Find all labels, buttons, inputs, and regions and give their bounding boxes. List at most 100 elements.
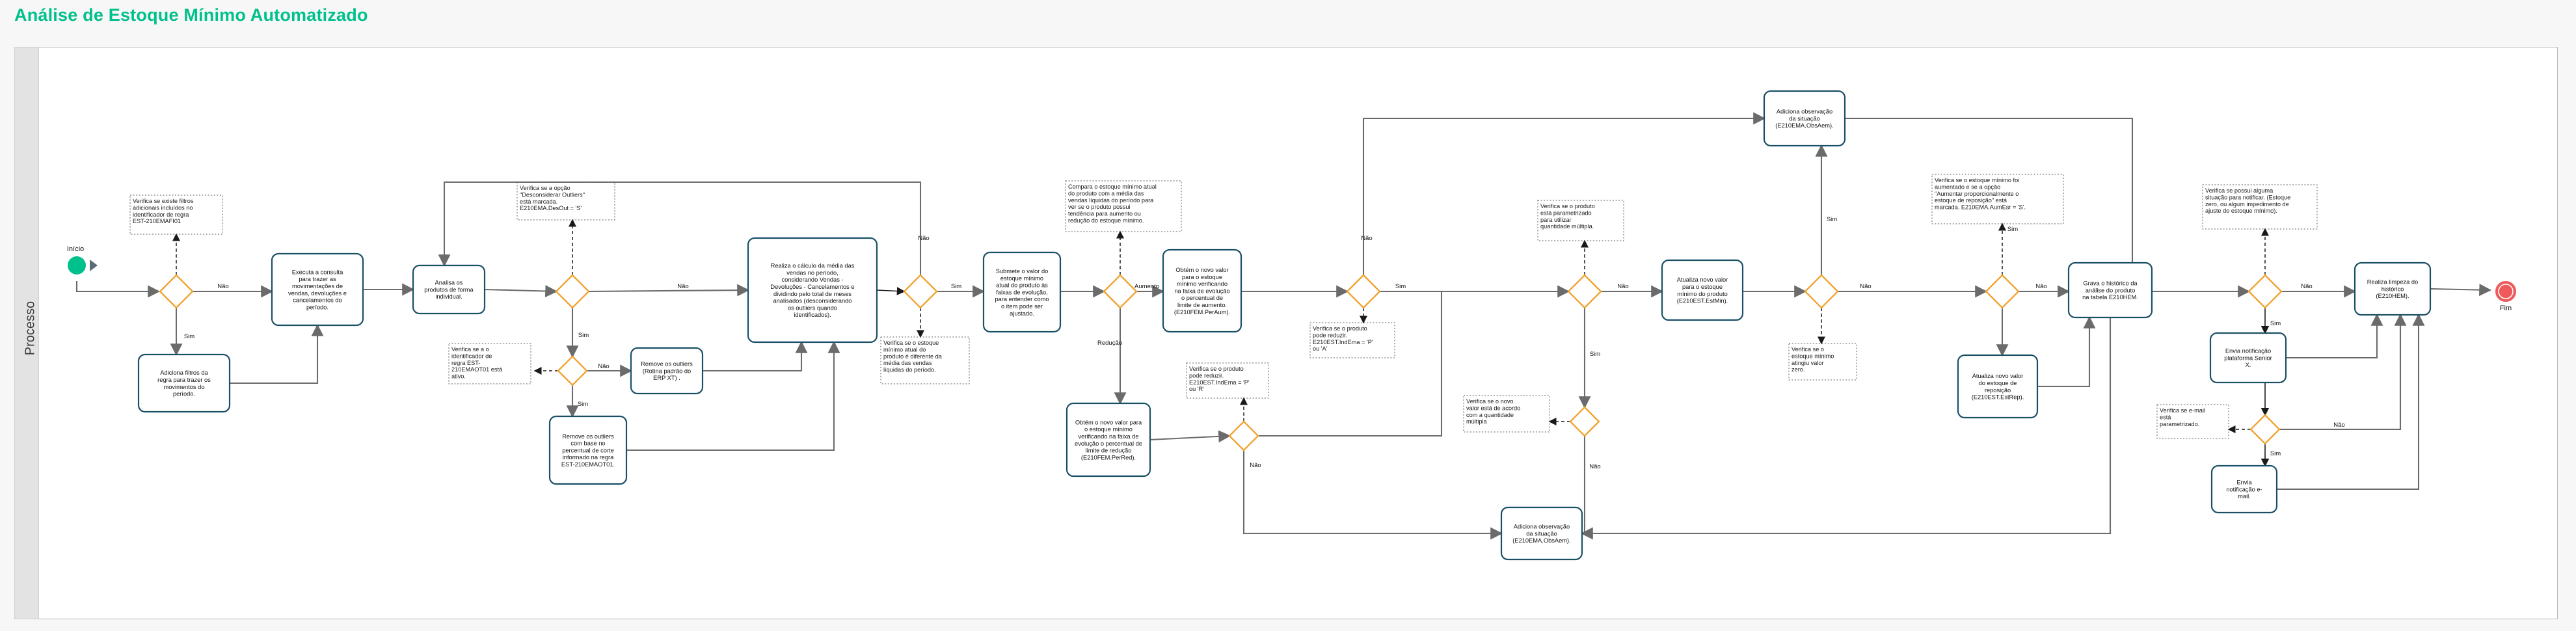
- end-event[interactable]: Fim: [2495, 281, 2516, 312]
- annotation-line: ativo.: [451, 373, 466, 380]
- annotation-line: "Desconsiderar Outliers": [520, 191, 585, 198]
- task-label: verificando na faixa de: [1078, 433, 1138, 440]
- edge-label-nao-g8: Não: [1617, 283, 1628, 290]
- annotation-line: pode reduzir.: [1189, 372, 1224, 379]
- task-label: da situação: [1526, 530, 1557, 537]
- task-label: na faixa de evolução: [1174, 288, 1229, 294]
- annotation-line: aumentado e se a opção: [1935, 183, 2000, 190]
- annotation-line: está marcada.: [520, 198, 557, 205]
- gateway-gateway-situacao-notificar[interactable]: [2247, 274, 2283, 309]
- gateway-gateway-tendencia[interactable]: [1103, 274, 1138, 309]
- lane-header: Processo: [14, 47, 39, 619]
- page-title: Análise de Estoque Mínimo Automatizado: [14, 5, 368, 25]
- gateway-gateway-pode-reduzir[interactable]: [1228, 420, 1259, 451]
- task-label: mínimo verificando: [1177, 281, 1228, 288]
- edge-label-nao-g6: Não: [1361, 235, 1372, 242]
- annotation-line: quantidade múltipla.: [1540, 223, 1594, 230]
- task-label: (E210FEM.PerAum).: [1174, 309, 1230, 316]
- annotation-line: está: [2160, 414, 2171, 420]
- task-label: limite de aumento.: [1177, 302, 1227, 308]
- task-label: individual.: [435, 293, 462, 300]
- edge-label-nao-g11: Não: [2035, 283, 2046, 290]
- task-label: mínimo do produto: [1677, 291, 1728, 297]
- task-label: dividindo pelo total de meses: [773, 291, 852, 297]
- edge-label-nao-g7: Não: [1250, 462, 1261, 469]
- annotation-line: situação para notificar. (Estoque: [2205, 194, 2290, 200]
- task-label: Executa a consulta: [292, 269, 343, 275]
- gateway-gateway-desconsiderar-outliers[interactable]: [555, 274, 590, 309]
- annotation-line: E210EMA.DesOut = 'S': [520, 205, 582, 211]
- annotation-line: valor está de acordo: [1466, 405, 1520, 411]
- gateway-gateway-email-parametrizado[interactable]: [2249, 414, 2281, 445]
- gateway-gateway-valor-acordo-multipla[interactable]: [1569, 406, 1600, 437]
- edge-label-nao-g13: Não: [2333, 422, 2344, 429]
- task-label: Adiciona observação: [1777, 109, 1832, 115]
- task-label: com base no: [570, 440, 605, 447]
- task-label: ERP XT) .: [653, 375, 680, 381]
- annotation-line: EST-210EMAFI01: [133, 218, 181, 224]
- task-label: para entender como: [995, 296, 1049, 302]
- task-label: período.: [173, 391, 195, 397]
- annotation-line: ou 'R': [1189, 386, 1204, 392]
- task-label: (E210EST.EstRep).: [1972, 394, 2024, 401]
- task-label: Devoluções - Cancelamentos e: [770, 284, 854, 290]
- annotation-line: do produto com a média das: [1068, 190, 1144, 196]
- gateway-gateway-regra-outliers-ativa[interactable]: [557, 355, 588, 386]
- annotation-note-aumento-proporcional: Verifica se o estoque mínimo foiaumentad…: [1931, 174, 2064, 224]
- edge-label-reducao: Redução: [1097, 340, 1122, 347]
- annotation-line: média das vendas: [883, 360, 932, 366]
- task-label: identificados).: [794, 312, 831, 318]
- gateway-gateway-estoque-zero[interactable]: [1804, 274, 1839, 309]
- edge-label-sim-g8: Sim: [1590, 351, 1600, 358]
- edge-label-aumento: Aumento: [1134, 283, 1159, 290]
- annotation-line: Verifica se o estoque: [883, 340, 939, 346]
- task-label: Submete o valor do: [996, 268, 1049, 275]
- annotation-line: produto é diferente da: [883, 353, 943, 360]
- task-label: informado na regra: [563, 454, 614, 461]
- task-label: (E210EMA.ObsAem).: [1775, 122, 1833, 129]
- annotation-line: estoque de reposição" está: [1935, 197, 2007, 204]
- gateway-gateway-pode-aumentar[interactable]: [1346, 274, 1381, 309]
- gateway-gateway-estoque-diferente[interactable]: [903, 274, 938, 309]
- task-label: Grava o histórico da: [2083, 280, 2138, 287]
- task-label: (E210HEM).: [2376, 293, 2409, 299]
- gateway-gateway-quantidade-multipla[interactable]: [1567, 274, 1602, 309]
- task-label: Atualiza novo valor: [1972, 373, 2024, 379]
- annotation-line: múltipla: [1466, 418, 1488, 425]
- annotation-line: está parametrizado: [1540, 209, 1592, 216]
- event-label: Início: [67, 245, 84, 253]
- task-label: mail.: [2238, 493, 2251, 500]
- start-event[interactable]: Início: [67, 245, 98, 275]
- annotation-line: identificador de regra: [133, 211, 189, 218]
- edge-label-nao-g1: Não: [217, 283, 228, 290]
- gateway-gateway-aumento-proporcional[interactable]: [1985, 274, 2020, 309]
- edge-label-sim-g2: Sim: [578, 332, 589, 339]
- annotation-line: Verifica se possui alguma: [2205, 187, 2274, 194]
- gateway-gateway-filtros-adicionais[interactable]: [159, 274, 194, 309]
- task-label: plataforma Senior: [2224, 355, 2272, 361]
